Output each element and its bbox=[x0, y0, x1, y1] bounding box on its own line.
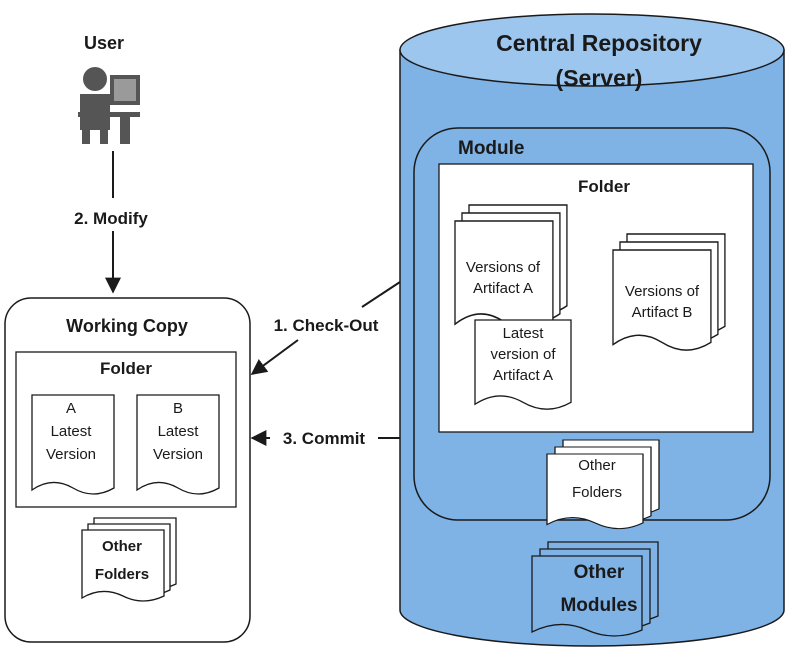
versions-a-line2: Artifact A bbox=[473, 280, 533, 297]
repository-other-folders: Other Folders bbox=[546, 439, 660, 530]
other-modules-line1: Other bbox=[574, 562, 625, 583]
commit-arrow: 3. Commit bbox=[250, 429, 400, 448]
working-copy-title: Working Copy bbox=[66, 316, 188, 336]
checkout-label: 1. Check-Out bbox=[274, 316, 379, 335]
repo-other-folders-line2: Folders bbox=[572, 484, 622, 501]
wc-other-folders-line1: Other bbox=[102, 538, 142, 555]
user-at-computer-icon bbox=[78, 67, 140, 144]
modify-arrow: 2. Modify bbox=[74, 151, 148, 294]
working-copy-doc-a: A Latest Version bbox=[31, 394, 115, 495]
module-label: Module bbox=[458, 138, 525, 159]
working-copy-other-folders: Other Folders bbox=[81, 517, 177, 602]
other-modules-line2: Modules bbox=[560, 595, 637, 616]
working-copy-folder-label: Folder bbox=[100, 359, 152, 378]
latest-version-artifact-a: Latest version of Artifact A bbox=[474, 319, 572, 410]
versions-b-line1: Versions of bbox=[625, 283, 700, 300]
commit-label: 3. Commit bbox=[283, 429, 366, 448]
repository-title-line1: Central Repository bbox=[496, 30, 702, 56]
user-label: User bbox=[84, 33, 124, 53]
latest-a-line3: Artifact A bbox=[493, 367, 553, 384]
repository-title-line2: (Server) bbox=[556, 65, 643, 91]
versions-a-line1: Versions of bbox=[466, 259, 541, 276]
working-copy-doc-b: B Latest Version bbox=[136, 394, 220, 495]
doc-a-line1: A bbox=[66, 400, 76, 417]
repo-other-folders-line1: Other bbox=[578, 457, 616, 474]
latest-a-line1: Latest bbox=[503, 325, 545, 342]
versions-b-line2: Artifact B bbox=[632, 304, 693, 321]
doc-a-line2: Latest bbox=[51, 423, 93, 440]
versions-artifact-a-stack: Versions of Artifact A bbox=[454, 204, 568, 331]
doc-a-line3: Version bbox=[46, 446, 96, 463]
checkout-arrow: 1. Check-Out bbox=[250, 281, 401, 375]
doc-b-line1: B bbox=[173, 400, 183, 417]
repository-folder-label: Folder bbox=[578, 177, 630, 196]
other-modules: Other Modules bbox=[531, 541, 659, 637]
wc-other-folders-line2: Folders bbox=[95, 566, 149, 583]
versions-artifact-b-stack: Versions of Artifact B bbox=[612, 233, 726, 351]
modify-label: 2. Modify bbox=[74, 209, 148, 228]
user: User bbox=[78, 33, 140, 144]
doc-b-line2: Latest bbox=[158, 423, 200, 440]
latest-a-line2: version of bbox=[490, 346, 556, 363]
doc-b-line3: Version bbox=[153, 446, 203, 463]
